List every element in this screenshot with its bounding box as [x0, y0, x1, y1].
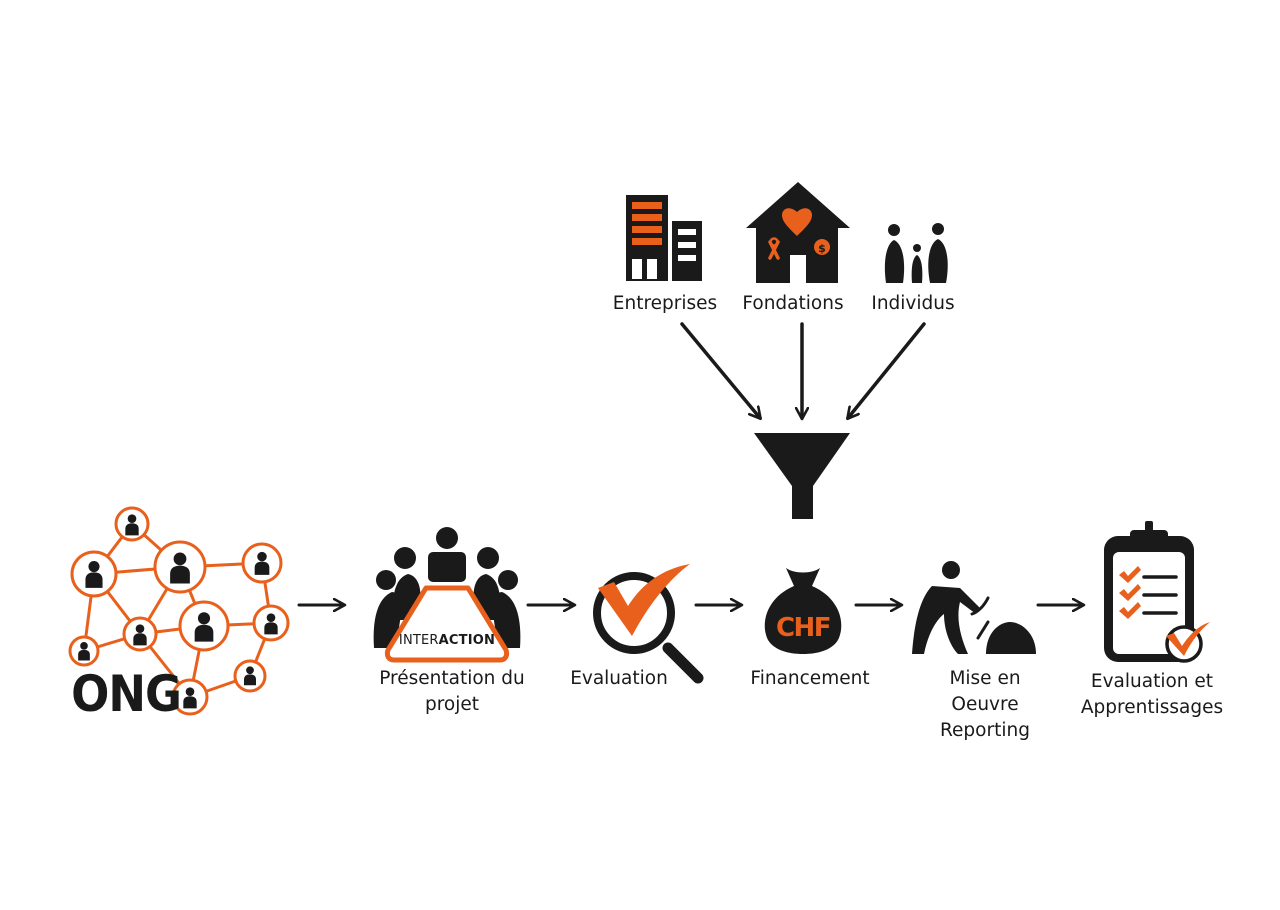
label-entreprises: Entreprises [612, 293, 718, 314]
interaction-badge-regular: INTER [398, 633, 439, 648]
magnifier-check-icon [593, 564, 704, 684]
label-evaluation: Evaluation [570, 668, 668, 689]
label-mise-en-oeuvre: Mise en Oeuvre Reporting [940, 668, 1030, 741]
building-icon [626, 195, 702, 281]
interaction-badge: INTERACTION [399, 631, 495, 651]
label-presentation: Présentation du projet [379, 668, 525, 715]
interaction-badge-bold: ACTION [438, 633, 496, 648]
label-ong: ONG [71, 665, 182, 723]
source-arrows [680, 322, 926, 418]
label-financement: Financement [750, 668, 870, 689]
label-individus: Individus [871, 293, 955, 314]
worker-icon [912, 561, 1036, 654]
label-fondations: Fondations [742, 293, 844, 314]
arrow-individus-to-funnel [848, 322, 926, 418]
money-bag-icon [764, 568, 842, 654]
svg-text:$: $ [818, 242, 826, 255]
clipboard-check-icon [1104, 521, 1210, 663]
currency-badge: CHF [775, 613, 832, 643]
funnel-icon [754, 433, 850, 519]
label-evaluation-apprentissages: Evaluation et Apprentissages [1080, 671, 1224, 718]
meeting-icon [373, 527, 521, 663]
network-icon [68, 506, 290, 716]
heart-house-icon: $ [746, 182, 850, 283]
family-icon [884, 223, 948, 283]
arrow-entreprises-to-funnel [680, 322, 760, 418]
